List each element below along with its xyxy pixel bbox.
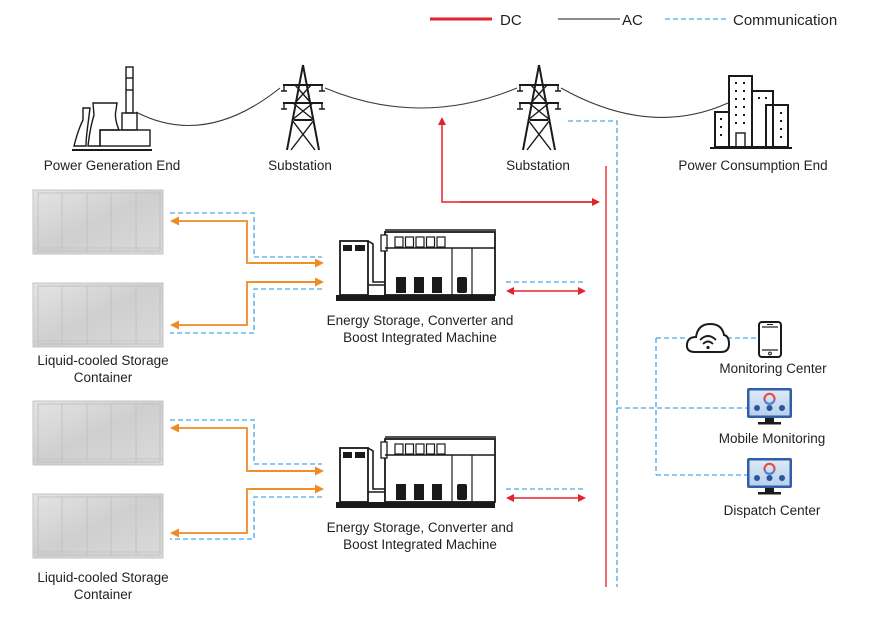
smartphone-icon — [758, 321, 782, 358]
ac-line-substation-to-consumption — [560, 87, 729, 118]
monitoring-section: Monitoring Center Mobile Monitoring Disp… — [617, 321, 827, 518]
substation-1-label: Substation — [268, 158, 332, 173]
cloud-wifi-icon — [685, 322, 731, 353]
machine-label-line1: Energy Storage, Converter and — [327, 520, 514, 535]
power-link-container-2b — [170, 488, 320, 538]
comm-link-container-2b — [170, 496, 322, 540]
storage-container-2a — [32, 400, 164, 466]
container-label-line2: Container — [74, 370, 133, 385]
storage-container-1b — [32, 282, 164, 348]
monitoring-center-label: Monitoring Center — [719, 361, 827, 376]
power-generation-label: Power Generation End — [44, 158, 181, 173]
integrated-machine-2-icon — [335, 436, 497, 509]
container-label-line2: Container — [74, 587, 133, 602]
container-label-line1: Liquid-cooled Storage — [37, 570, 168, 585]
ac-line-substation-to-substation — [324, 87, 518, 109]
storage-container-2b — [32, 493, 164, 559]
machine-label-line1: Energy Storage, Converter and — [327, 313, 514, 328]
comm-link-container-1a — [170, 212, 322, 258]
power-consumption-label: Power Consumption End — [678, 158, 827, 173]
mobile-monitoring-label: Mobile Monitoring — [719, 431, 826, 446]
container-label-line1: Liquid-cooled Storage — [37, 353, 168, 368]
legend-communication-label: Communication — [733, 12, 837, 29]
comm-link-container-2a — [170, 419, 322, 465]
legend-dc-label: DC — [500, 12, 522, 29]
power-plant-icon — [72, 66, 152, 151]
storage-container-1a — [32, 189, 164, 255]
mobile-monitoring-monitor-icon — [745, 386, 794, 426]
ac-line-generation-to-substation — [135, 87, 281, 127]
communication-bus-line — [568, 120, 618, 587]
machine-label-line2: Boost Integrated Machine — [343, 330, 497, 345]
comm-link-container-1b — [170, 288, 322, 334]
city-buildings-icon — [710, 75, 792, 149]
substation-1-tower-icon — [280, 64, 326, 151]
machine-label-line2: Boost Integrated Machine — [343, 537, 497, 552]
legend: DC AC Communication — [430, 12, 837, 29]
integrated-machine-1-icon — [335, 229, 497, 302]
dispatch-center-monitor-icon — [745, 456, 794, 496]
substation-2-label: Substation — [506, 158, 570, 173]
storage-group-2: Liquid-cooled Storage Container Energy S… — [32, 400, 586, 602]
legend-ac-label: AC — [622, 12, 643, 29]
substation-2-tower-icon — [516, 64, 562, 151]
storage-group-1: Liquid-cooled Storage Container Energy S… — [32, 189, 586, 385]
dispatch-center-label: Dispatch Center — [724, 503, 821, 518]
